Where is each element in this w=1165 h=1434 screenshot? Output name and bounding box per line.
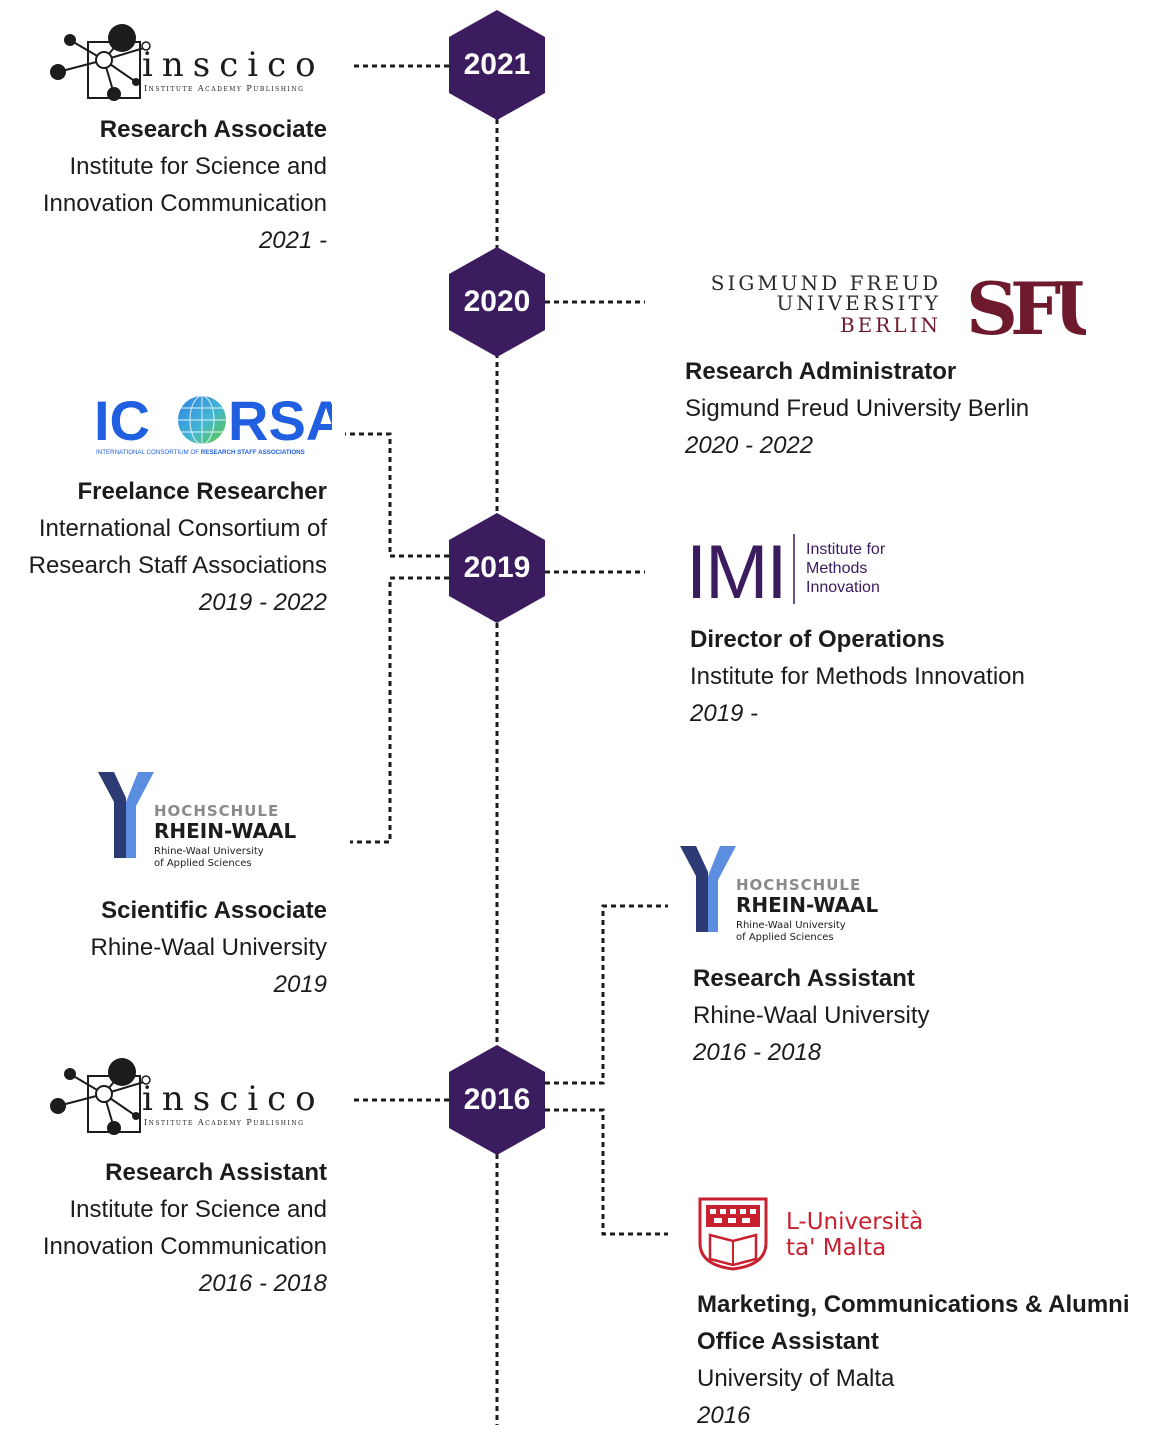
entry-marketing-office-assistant: Marketing, Communications & Alumni Offic… — [697, 1286, 1129, 1434]
icorsa-logo: IC RSA INTERNATIONAL CONSORTIUM OF RESEA… — [94, 389, 332, 456]
entry-research-administrator: Research Administrator Sigmund Freud Uni… — [685, 353, 1029, 464]
year-marker-2021: 2021 — [449, 10, 545, 120]
hsrw-line2: RHEIN-WAAL — [154, 819, 297, 843]
entry-research-assistant-hsrw: Research Assistant Rhine-Waal University… — [693, 960, 930, 1071]
year-marker-2016: 2016 — [449, 1045, 545, 1155]
connector-2016-hsrw — [545, 904, 668, 1085]
entry-dates: 2020 - 2022 — [685, 432, 814, 459]
connector-2019-hsrw — [350, 576, 449, 844]
entry-dates: 2019 - — [690, 700, 759, 727]
inscico-logo: inscico Institute Academy Publishing — [50, 1058, 325, 1135]
year-marker-2019: 2019 — [449, 513, 545, 623]
year-label: 2019 — [463, 551, 531, 584]
inscico-tagline: Institute Academy Publishing — [144, 1118, 304, 1127]
entry-dates: 2016 - 2018 — [693, 1039, 822, 1066]
imi-mark: IMI — [686, 532, 786, 612]
entry-role: Marketing, Communications & Alumni — [697, 1291, 1130, 1318]
entry-role: Research Associate — [99, 116, 327, 143]
year-label: 2016 — [463, 1083, 531, 1116]
sfu-mark: SFU — [966, 266, 1086, 340]
entry-org: Rhine-Waal University — [693, 1002, 930, 1029]
connector-2016-malta — [545, 1108, 668, 1236]
inscico-logo: inscico Institute Academy Publishing — [50, 24, 325, 101]
entry-freelance-researcher: Freelance Researcher International Conso… — [29, 473, 327, 621]
year-label: 2021 — [463, 48, 531, 81]
hsrw-line1: HOCHSCHULE — [736, 876, 861, 894]
entry-org: University of Malta — [697, 1365, 895, 1392]
entry-role: Freelance Researcher — [77, 478, 328, 505]
entry-role: Research Assistant — [105, 1159, 327, 1186]
entry-org: Institute for Methods Innovation — [690, 663, 1025, 690]
imi-logo: IMI Institute for Methods Innovation — [686, 532, 886, 612]
entry-role: Director of Operations — [690, 626, 945, 653]
hsrw-line3: Rhine-Waal University — [154, 846, 264, 857]
entry-role: Office Assistant — [697, 1328, 879, 1355]
entry-research-assistant-inscico: Research Assistant Institute for Science… — [43, 1154, 327, 1302]
icorsa-tagline: INTERNATIONAL CONSORTIUM OF RESEARCH STA… — [96, 449, 305, 456]
sfu-line2: UNIVERSITY — [776, 291, 941, 315]
hsrw-line4: of Applied Sciences — [736, 932, 834, 943]
entry-dates: 2016 - 2018 — [198, 1270, 327, 1297]
entry-org: Institute for Science and — [69, 1196, 327, 1223]
sfu-logo: SIGMUND FREUD UNIVERSITY BERLIN SFU — [711, 266, 1086, 340]
entry-dates: 2019 — [273, 971, 327, 998]
malta-logo: L-Università ta' Malta — [698, 1197, 923, 1271]
connector-2019-icorsa — [345, 432, 449, 558]
inscico-wordmark: inscico — [142, 1079, 325, 1119]
hsrw-line3: Rhine-Waal University — [736, 920, 846, 931]
entry-dates: 2019 - 2022 — [198, 589, 327, 616]
entry-role: Research Assistant — [693, 965, 915, 992]
hsrw-line2: RHEIN-WAAL — [736, 893, 879, 917]
entry-scientific-associate: Scientific Associate Rhine-Waal Universi… — [90, 892, 327, 1003]
entry-org: Rhine-Waal University — [90, 934, 327, 961]
icorsa-word-right: RSA — [228, 389, 332, 452]
inscico-tagline: Institute Academy Publishing — [144, 84, 304, 93]
entry-org: Institute for Science and — [69, 153, 327, 180]
malta-line2: ta' Malta — [786, 1235, 886, 1261]
sfu-line1: SIGMUND FREUD — [711, 271, 941, 295]
malta-line1: L-Università — [786, 1209, 923, 1235]
imi-line2: Methods — [806, 560, 867, 577]
hsrw-line4: of Applied Sciences — [154, 858, 252, 869]
entry-research-associate: Research Associate Institute for Science… — [43, 111, 327, 259]
entry-org: International Consortium of — [38, 515, 327, 542]
year-label: 2020 — [463, 285, 531, 318]
inscico-wordmark: inscico — [142, 45, 325, 85]
sfu-line3: BERLIN — [840, 313, 941, 337]
entry-dates: 2016 — [697, 1402, 751, 1429]
shield-icon — [698, 1197, 768, 1271]
entry-org: Research Staff Associations — [28, 552, 327, 579]
entry-org: Sigmund Freud University Berlin — [685, 395, 1030, 422]
entry-role: Research Administrator — [685, 358, 957, 385]
hsrw-logo: HOCHSCHULE RHEIN-WAAL Rhine-Waal Univers… — [680, 846, 879, 943]
entry-org: Innovation Communication — [42, 1233, 327, 1260]
hsrw-line1: HOCHSCHULE — [154, 802, 279, 820]
icorsa-word-left: IC — [94, 389, 150, 452]
globe-icon — [178, 395, 226, 445]
entry-dates: 2021 - — [258, 227, 327, 254]
hsrw-logo: HOCHSCHULE RHEIN-WAAL Rhine-Waal Univers… — [98, 772, 297, 869]
imi-line3: Innovation — [806, 579, 880, 596]
imi-line1: Institute for — [806, 541, 886, 558]
entry-org: Innovation Communication — [42, 190, 327, 217]
entry-role: Scientific Associate — [101, 897, 327, 924]
entry-director-of-operations: Director of Operations Institute for Met… — [690, 621, 1025, 732]
year-marker-2020: 2020 — [449, 247, 545, 357]
